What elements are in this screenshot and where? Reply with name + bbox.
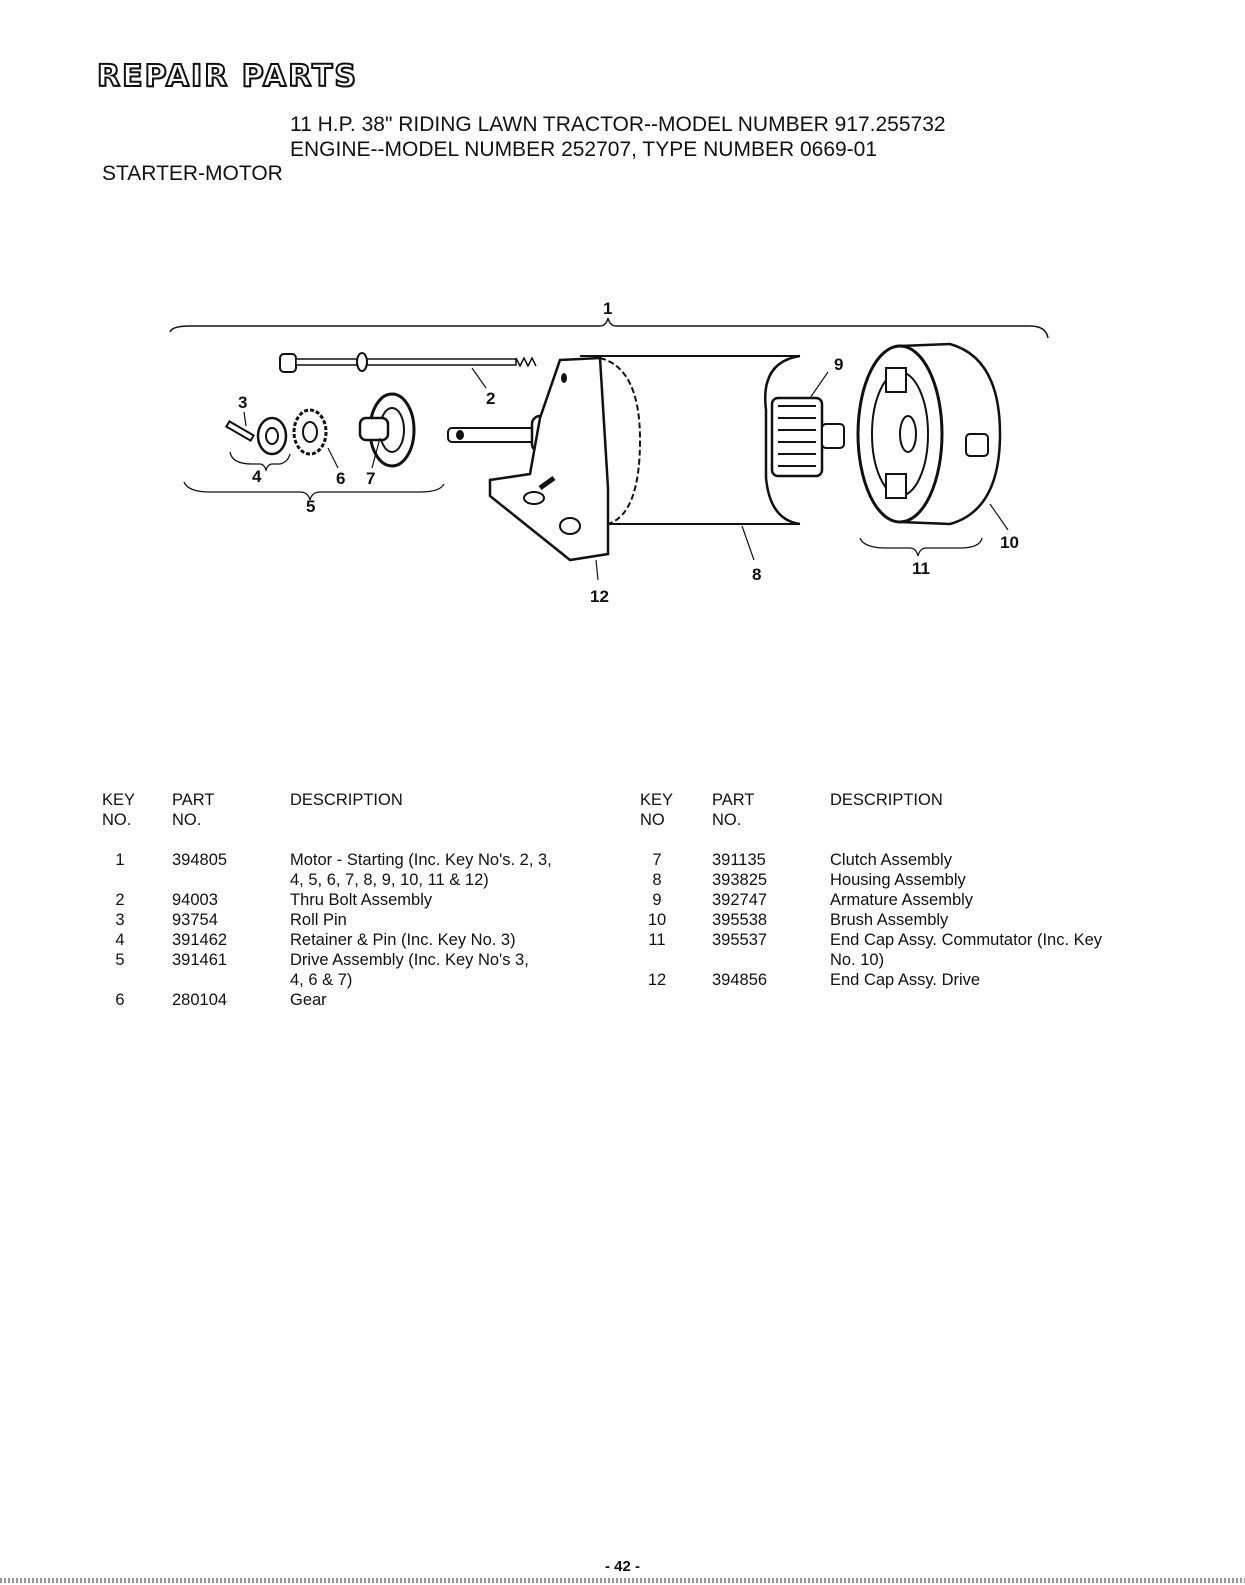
callout-3: 3	[238, 393, 247, 412]
thru-bolt	[279, 352, 537, 373]
part-header: PART	[712, 791, 755, 809]
parts-table-right: KEY NO PART NO. DESCRIPTION 7 391135 Clutc…	[640, 790, 1180, 990]
page-header: REPAIR PARTS	[96, 59, 359, 94]
exploded-parts-diagram: 1 2 3 4 6 7 5	[169, 299, 1049, 606]
tractor-model-line: 11 H.P. 38" RIDING LAWN TRACTOR--MODEL N…	[290, 113, 946, 136]
model-subtitle: 11 H.P. 38" RIDING LAWN TRACTOR--MODEL N…	[290, 112, 946, 162]
callout-10: 10	[1000, 533, 1019, 552]
page-title: REPAIR PARTS	[96, 59, 359, 94]
callout-6: 6	[336, 469, 345, 488]
table-header: KEY NO PART NO. DESCRIPTION	[640, 790, 1180, 830]
clutch-assembly	[358, 392, 416, 468]
section-title: STARTER-MOTOR	[102, 162, 283, 185]
key-header: KEY	[640, 791, 674, 809]
table-row: 5 391461 Drive Assembly (Inc. Key No's 3…	[115, 951, 529, 989]
table-header: KEY NO. PART NO. DESCRIPTION	[102, 790, 622, 830]
table-row: 9 392747 Armature Assembly	[652, 891, 974, 909]
table-row: 2 94003 Thru Bolt Assembly	[115, 891, 433, 909]
callout-9: 9	[834, 355, 843, 374]
part-header: PART	[172, 791, 215, 809]
bottom-rule	[0, 1578, 1245, 1583]
commutator-end-cap	[856, 342, 1002, 526]
description-header: DESCRIPTION	[290, 791, 403, 809]
callout-8: 8	[752, 565, 761, 584]
drive-end-cap	[488, 356, 610, 562]
table-row: 6 280104 Gear	[115, 991, 327, 1009]
armature	[770, 396, 845, 478]
gear	[292, 408, 328, 456]
callout-5: 5	[306, 497, 315, 516]
key-header: KEY	[102, 791, 136, 809]
table-row: 7 391135 Clutch Assembly	[652, 851, 952, 869]
callout-2: 2	[486, 389, 495, 408]
callout-1: 1	[603, 299, 612, 318]
description-header: DESCRIPTION	[830, 791, 943, 809]
retainer	[256, 416, 288, 456]
part-no-header: NO.	[172, 811, 202, 829]
parts-table-left: KEY NO. PART NO. DESCRIPTION 1 394805 Moto…	[102, 790, 622, 1010]
roll-pin	[225, 420, 255, 442]
table-row: 11 395537 End Cap Assy. Commutator (Inc.…	[648, 931, 1103, 969]
callout-7: 7	[366, 469, 375, 488]
part-no-header: NO.	[712, 811, 742, 829]
page-number: - 42 -	[604, 1558, 640, 1575]
callout-4: 4	[252, 467, 262, 486]
engine-model-line: ENGINE--MODEL NUMBER 252707, TYPE NUMBER…	[290, 138, 878, 161]
table-row: 12 394856 End Cap Assy. Drive	[647, 971, 981, 989]
table-row: 3 93754 Roll Pin	[115, 911, 347, 929]
table-row: 10 395538 Brush Assembly	[647, 911, 949, 929]
table-row: 8 393825 Housing Assembly	[652, 871, 966, 889]
table-row: 1 394805 Motor - Starting (Inc. Key No's…	[115, 851, 552, 889]
key-no-header: NO	[640, 811, 665, 829]
callout-11: 11	[912, 559, 930, 578]
housing	[580, 354, 801, 526]
callout-12: 12	[590, 587, 609, 606]
table-row: 4 391462 Retainer & Pin (Inc. Key No. 3)	[115, 931, 516, 949]
key-no-header: NO.	[102, 811, 132, 829]
